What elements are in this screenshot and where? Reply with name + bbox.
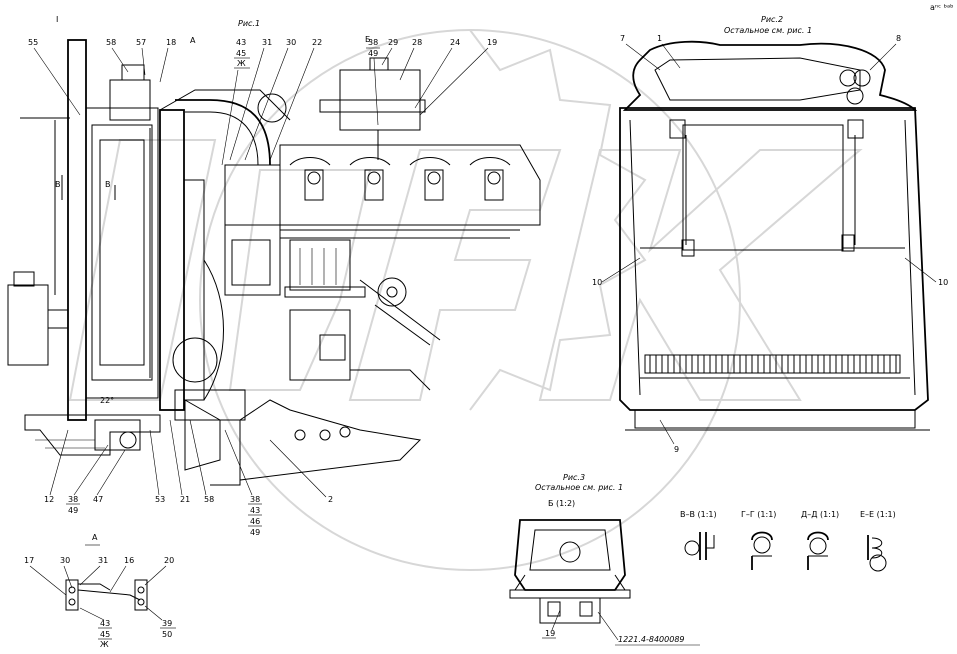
fig2-callout-1: 1 bbox=[657, 34, 662, 43]
fig2-callouts: 7 1 8 10 10 9 bbox=[592, 34, 948, 454]
fig2-callout-10-left: 10 bbox=[592, 278, 602, 287]
section-vv-label: В–В (1:1) bbox=[680, 510, 717, 519]
callout-43: 43 bbox=[236, 38, 246, 47]
fig3-view-label: Б (1:2) bbox=[548, 499, 575, 508]
callout-58: 58 bbox=[106, 38, 116, 47]
callout-38c: 38 bbox=[250, 495, 260, 504]
fig1-roman-mark: I bbox=[56, 15, 58, 24]
detail-a-label: А bbox=[92, 533, 98, 542]
detail-callout-50: 50 bbox=[162, 630, 172, 639]
section-dd-drawing bbox=[807, 531, 829, 570]
callout-18: 18 bbox=[166, 38, 176, 47]
grille-slats bbox=[649, 355, 897, 373]
callout-38: 38 bbox=[368, 38, 378, 47]
callout-30: 30 bbox=[286, 38, 296, 47]
figure-1-engine-side-view bbox=[7, 39, 541, 486]
detail-callout-45: 45 bbox=[100, 630, 110, 639]
callout-22: 22 bbox=[312, 38, 322, 47]
section-dd-label: Д–Д (1:1) bbox=[801, 510, 839, 519]
fig3-subtitle: Остальное см. рис. 1 bbox=[535, 483, 623, 492]
fig1-top-callouts: 55 58 57 18 43 45 Ж 31 30 22 38 49 29 28… bbox=[28, 38, 497, 166]
fig1-section-b-label: Б bbox=[365, 35, 371, 44]
fig1-title: Рис.1 bbox=[238, 19, 260, 28]
callout-49b: 49 bbox=[68, 506, 78, 515]
detail-callout-31: 31 bbox=[98, 556, 108, 565]
section-vv-drawing bbox=[684, 532, 715, 560]
callout-zh: Ж bbox=[237, 59, 246, 68]
fig2-subtitle: Остальное см. рис. 1 bbox=[724, 26, 812, 35]
callout-57: 57 bbox=[136, 38, 146, 47]
fig2-callout-8: 8 bbox=[896, 34, 901, 43]
callout-31: 31 bbox=[262, 38, 272, 47]
angle-mark: 22° bbox=[100, 396, 114, 405]
callout-49c: 49 bbox=[250, 528, 260, 537]
section-gg-drawing bbox=[751, 531, 773, 570]
fig1-section-a-label: А bbox=[190, 36, 196, 45]
callout-46: 46 bbox=[250, 517, 260, 526]
detail-callout-20: 20 bbox=[164, 556, 174, 565]
detail-callout-43: 43 bbox=[100, 619, 110, 628]
callout-24: 24 bbox=[450, 38, 460, 47]
fig2-callout-7: 7 bbox=[620, 34, 625, 43]
corner-code: aⁿᶜ ᵇᵃᵇ bbox=[930, 3, 954, 12]
detail-callout-17: 17 bbox=[24, 556, 34, 565]
fig2-callout-9: 9 bbox=[674, 445, 679, 454]
section-ee-drawing bbox=[867, 535, 887, 572]
callout-49: 49 bbox=[368, 49, 378, 58]
section-gg-label: Г–Г (1:1) bbox=[741, 510, 776, 519]
section-ee-label: Е–Е (1:1) bbox=[860, 510, 896, 519]
callout-12: 12 bbox=[44, 495, 54, 504]
section-views: В–В (1:1) Г–Г (1:1) Д–Д (1:1) Е–Е (1:1) bbox=[680, 510, 896, 572]
callout-38b: 38 bbox=[68, 495, 78, 504]
detail-callout-30: 30 bbox=[60, 556, 70, 565]
fig2-title: Рис.2 bbox=[761, 15, 783, 24]
callout-19: 19 bbox=[487, 38, 497, 47]
callout-29: 29 bbox=[388, 38, 398, 47]
fig3-callout-19: 19 bbox=[545, 629, 555, 638]
callout-21: 21 bbox=[180, 495, 190, 504]
callout-45: 45 bbox=[236, 49, 246, 58]
callout-47: 47 bbox=[93, 495, 103, 504]
detail-callout-zh: Ж bbox=[100, 640, 109, 649]
detail-a-bracket: А 17 30 31 16 20 43 45 Ж 39 50 bbox=[24, 533, 176, 649]
callout-55: 55 bbox=[28, 38, 38, 47]
detail-callout-39: 39 bbox=[162, 619, 172, 628]
fig3-part-number: 1221.4-8400089 bbox=[618, 635, 685, 644]
section-mark-v-left: В bbox=[55, 180, 61, 189]
fig3-title: Рис.3 bbox=[563, 473, 585, 482]
callout-43b: 43 bbox=[250, 506, 260, 515]
fig1-bottom-callouts: 12 38 49 47 53 21 58 38 43 46 49 2 bbox=[44, 419, 333, 537]
figure-3-bracket-view bbox=[509, 519, 631, 624]
fig2-callout-10-right: 10 bbox=[938, 278, 948, 287]
figure-2-radiator-front-view bbox=[619, 40, 930, 431]
callout-28: 28 bbox=[412, 38, 422, 47]
callout-58b: 58 bbox=[204, 495, 214, 504]
detail-callout-16: 16 bbox=[124, 556, 134, 565]
callout-2: 2 bbox=[328, 495, 333, 504]
callout-53: 53 bbox=[155, 495, 165, 504]
watermark-logo bbox=[68, 29, 863, 571]
section-mark-v-right: В bbox=[105, 180, 111, 189]
